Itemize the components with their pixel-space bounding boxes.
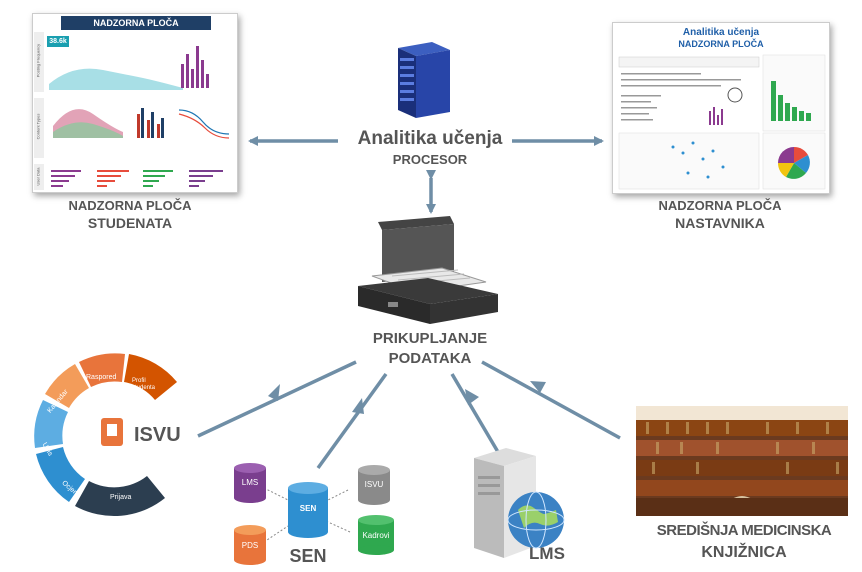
db-sen [288,482,328,538]
isvu-segment-prijava: Prijava [110,494,132,501]
student-dashboard-title-bar: NADZORNA PLOČA [61,16,211,30]
row-label-posting: Posting Frequency [35,43,41,78]
db-isvu [358,465,390,505]
teacher-dashboard-title-1: Analitika učenja [682,27,760,38]
arrow-library-to-collection [481,360,621,440]
server-rack-icon [398,42,450,118]
library-caption-2: KNJIŽNICA [701,544,787,561]
arrowhead-isvu [268,384,280,401]
student-dashboard-screenshot: NADZORNA PLOČA [32,13,238,193]
collection-label-2: PODATAKA [388,350,472,367]
isvu-label: ISVU [134,424,181,446]
library-caption-1: SREDIŠNJA MEDICINSKA [656,522,832,539]
db-kadrovi [358,515,394,555]
kpi-value: 38.6k [49,38,67,45]
sen-caption: SEN [289,546,327,566]
db-label-kadrovi: Kadrovi [362,531,390,540]
lms-label: LMS [529,544,565,563]
row-label-content: Content Types [35,113,41,140]
db-label-isvu: ISVU [364,480,384,489]
db-lms [234,463,266,503]
arrowhead-lms [465,389,479,405]
teacher-dashboard-title-2: NADZORNA PLOČA [678,39,764,49]
isvu-segment-profil: Profil studenta [132,378,156,391]
lms-server-icon [474,448,565,558]
teacher-dashboard-caption-2: NASTAVNIKA [675,215,765,231]
arrowhead-sen [352,398,364,414]
row-label-user: User Data [35,167,41,186]
student-dashboard-charts [34,32,230,190]
globe-icon [507,491,565,549]
processor-title: Analitika učenja [357,128,503,149]
briefcase-icon [358,216,498,324]
collection-label-1: PRIKUPLJANJE [372,330,488,347]
sen-database-cluster [234,463,394,565]
db-pds [234,525,266,565]
db-label-sen: SEN [299,504,317,513]
library-photo [636,406,848,516]
teacher-dashboard-caption-1: NADZORNA PLOČA [658,198,782,213]
isvu-segment-raspored: Raspored [86,374,117,381]
student-dashboard-caption-2: STUDENATA [87,215,173,231]
teacher-dashboard-screenshot: Analitika učenja NADZORNA PLOČA [612,22,830,194]
isvu-wheel-diagram [34,353,177,517]
processor-subtitle: PROCESOR [392,152,468,167]
db-label-pds: PDS [241,541,259,550]
db-label-lms: LMS [241,478,259,487]
teacher-dashboard-charts [618,54,826,190]
arrowhead-library [530,381,546,393]
student-dashboard-caption-1: NADZORNA PLOČA [68,198,192,213]
arrow-lms-to-collection [450,373,500,453]
arrow-sen-to-collection [316,372,388,470]
